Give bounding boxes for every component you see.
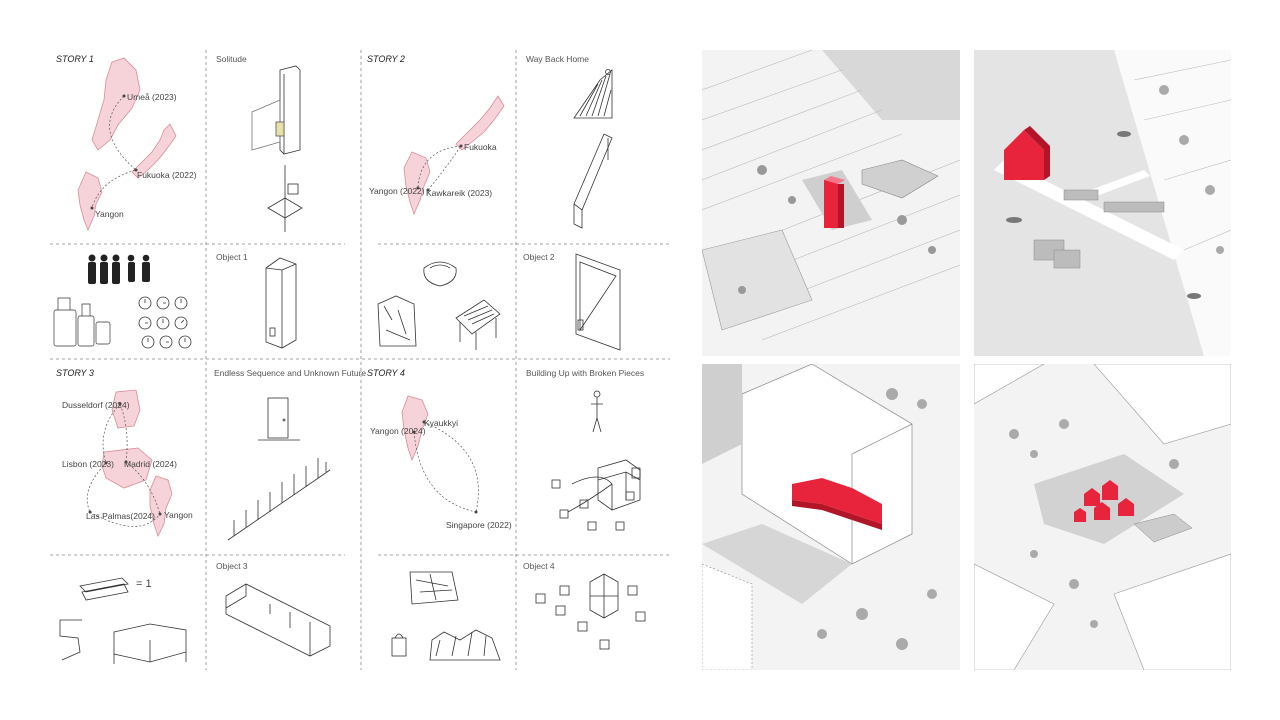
object-3-label: Object 3 bbox=[216, 561, 248, 571]
story-2-title: STORY 2 bbox=[367, 54, 405, 64]
place-kawkareik: Kawkareik (2023) bbox=[426, 188, 493, 198]
story-3-header: Endless Sequence and Unknown Future bbox=[214, 368, 367, 378]
place-fukuoka: Fukuoka (2022) bbox=[137, 170, 197, 180]
parking-lot-drawing bbox=[702, 50, 960, 356]
place-yangon-3: Yangon bbox=[164, 510, 193, 520]
place-las-palmas: Las Palmas(2024) bbox=[86, 511, 155, 521]
object-3-equation: = 1 bbox=[136, 578, 152, 590]
place-singapore: Singapore (2022) bbox=[446, 520, 512, 530]
place-lisbon: Lisbon (2023) bbox=[62, 459, 114, 469]
story-3-title: STORY 3 bbox=[56, 368, 94, 378]
panel-urban-block bbox=[702, 364, 960, 670]
panel-plaza bbox=[974, 364, 1231, 670]
story-4-header: Building Up with Broken Pieces bbox=[526, 368, 645, 378]
story-1-header: Solitude bbox=[216, 54, 247, 64]
object-1-label: Object 1 bbox=[216, 252, 248, 262]
place-dusseldorf: Dusseldorf (2024) bbox=[62, 400, 130, 410]
place-madrid: Madrid (2024) bbox=[124, 459, 177, 469]
place-yangon-2: Yangon (2022) bbox=[369, 186, 425, 196]
urban-block-drawing bbox=[702, 364, 960, 670]
place-umea: Umeå (2023) bbox=[127, 92, 177, 102]
object-2-label: Object 2 bbox=[523, 252, 555, 262]
story-1-title: STORY 1 bbox=[56, 54, 94, 64]
place-yangon: Yangon bbox=[95, 209, 124, 219]
place-kyaukkyi: Kyaukkyi bbox=[424, 418, 459, 428]
plaza-drawing bbox=[974, 364, 1231, 670]
story-4-title: STORY 4 bbox=[367, 368, 405, 378]
object-4-label: Object 4 bbox=[523, 561, 555, 571]
panel-parking-lot bbox=[702, 50, 960, 356]
place-yangon-4: Yangon (2024) bbox=[370, 426, 426, 436]
waterfront-drawing bbox=[974, 50, 1231, 356]
place-fukuoka-2: Fukuoka bbox=[464, 142, 497, 152]
panel-waterfront bbox=[974, 50, 1231, 356]
story-2-header: Way Back Home bbox=[526, 54, 589, 64]
